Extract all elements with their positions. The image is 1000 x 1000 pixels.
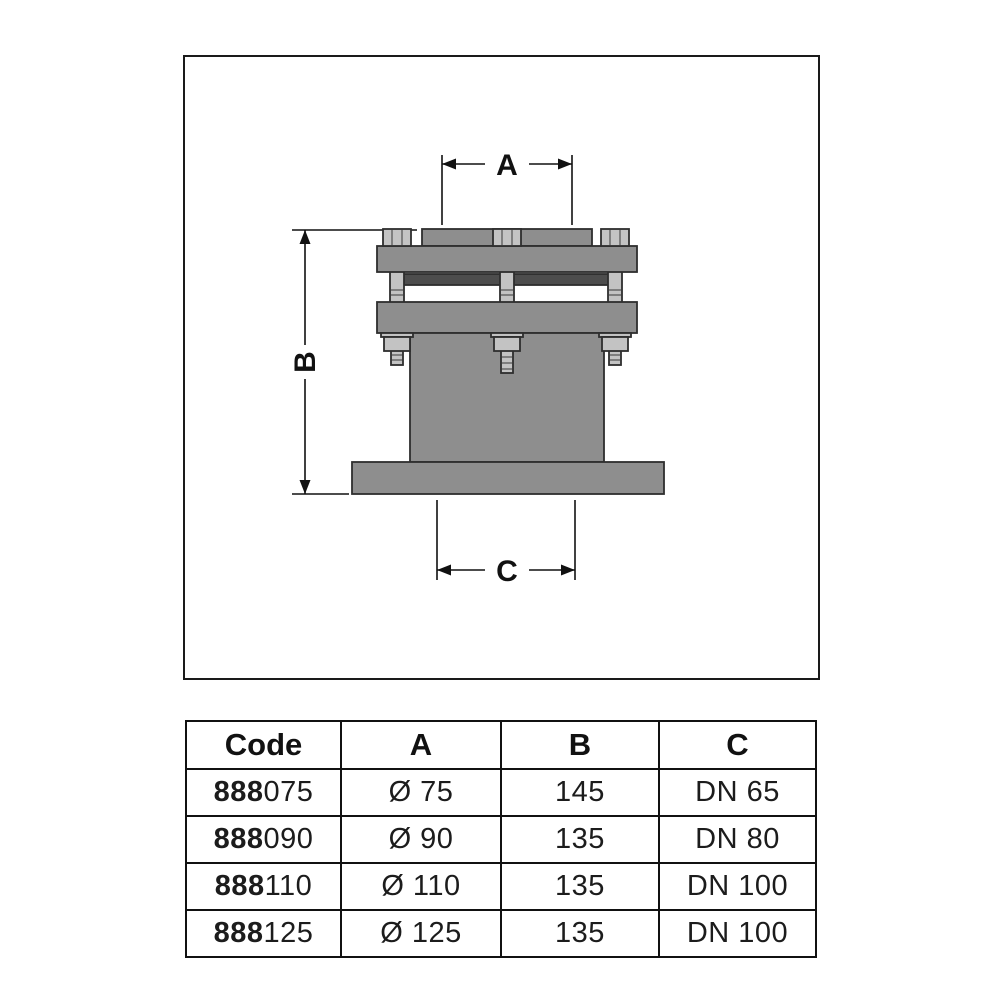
table-cell-b: 135 xyxy=(500,909,660,958)
table-cell-a: Ø 90 xyxy=(340,815,502,864)
table-cell-a: Ø 110 xyxy=(340,862,502,911)
base-flange xyxy=(351,461,665,495)
code-prefix: 888 xyxy=(213,776,264,808)
flange-assembly-drawing: A B xyxy=(289,149,665,588)
dim-b-label: B xyxy=(289,351,322,373)
upper-flange xyxy=(376,245,638,273)
table-header-row: Code A B C xyxy=(185,720,817,770)
table-cell-c: DN 65 xyxy=(658,768,817,817)
dimension-a: A xyxy=(441,149,573,225)
code-suffix: 075 xyxy=(263,776,314,808)
code-prefix: 888 xyxy=(213,917,264,949)
table-row: 888125 Ø 125 135 DN 100 xyxy=(185,909,817,958)
table-cell-b: 135 xyxy=(500,862,660,911)
table-cell-b: 145 xyxy=(500,768,660,817)
table-cell-c: DN 100 xyxy=(658,862,817,911)
dimension-b: B xyxy=(289,229,417,495)
code-prefix: 888 xyxy=(213,823,264,855)
header-a: A xyxy=(340,720,502,770)
header-code: Code xyxy=(185,720,342,770)
code-suffix: 110 xyxy=(264,870,313,902)
table-cell-c: DN 80 xyxy=(658,815,817,864)
table-cell-a: Ø 75 xyxy=(340,768,502,817)
lower-flange xyxy=(376,301,638,334)
dimension-c: C xyxy=(436,500,576,588)
table-cell-a: Ø 125 xyxy=(340,909,502,958)
header-c: C xyxy=(658,720,817,770)
table-cell-code: 888110 xyxy=(185,862,342,911)
code-suffix: 090 xyxy=(263,823,314,855)
table-cell-b: 135 xyxy=(500,815,660,864)
dim-c-label: C xyxy=(496,555,518,588)
table-cell-code: 888125 xyxy=(185,909,342,958)
table-row: 888110 Ø 110 135 DN 100 xyxy=(185,862,817,911)
dim-a-label: A xyxy=(496,149,518,182)
table-cell-code: 888075 xyxy=(185,768,342,817)
bolt-shafts xyxy=(389,266,623,308)
code-suffix: 125 xyxy=(263,917,314,949)
table-cell-c: DN 100 xyxy=(658,909,817,958)
technical-drawing-frame: A B xyxy=(183,55,820,680)
dimensions-table: Code A B C 888075 Ø 75 145 DN 65 888090 … xyxy=(185,720,817,958)
table-row: 888090 Ø 90 135 DN 80 xyxy=(185,815,817,864)
top-nuts xyxy=(382,228,630,247)
code-prefix: 888 xyxy=(214,870,265,902)
table-row: 888075 Ø 75 145 DN 65 xyxy=(185,768,817,817)
header-b: B xyxy=(500,720,660,770)
table-cell-code: 888090 xyxy=(185,815,342,864)
bottom-nuts xyxy=(380,332,632,374)
